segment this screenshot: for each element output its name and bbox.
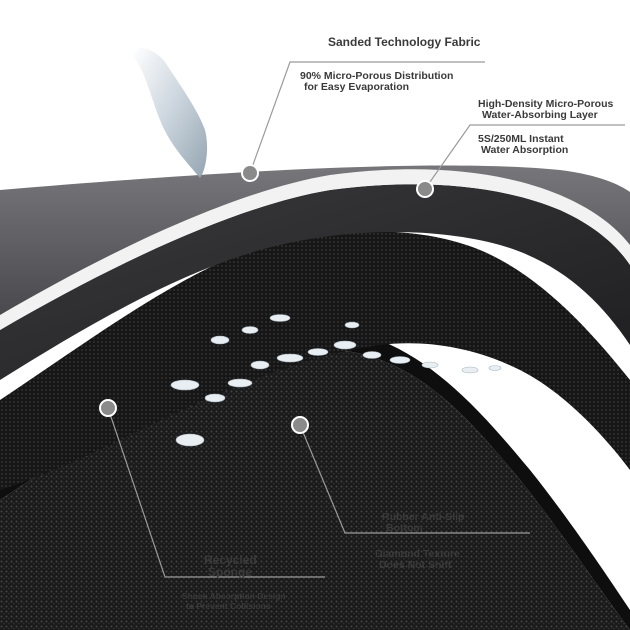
water-stream xyxy=(132,48,208,178)
water-droplets xyxy=(170,314,502,447)
label-recycled-line2: Sponge xyxy=(208,565,252,579)
label-rubber-line1: Rubber Anti-Slip xyxy=(382,511,465,523)
dark-underside-layer xyxy=(0,184,630,380)
callout-lines xyxy=(107,61,625,578)
callout-dot-absorbing xyxy=(416,180,434,198)
sanded-fabric-surface xyxy=(0,165,630,315)
callout-dot-sponge xyxy=(99,399,117,417)
label-high-density-line1: High-Density Micro-Porous xyxy=(478,98,614,110)
label-instant-line1: 5S/250ML Instant xyxy=(478,133,564,145)
callout-dot-rubber xyxy=(291,416,309,434)
white-layer xyxy=(0,169,630,330)
label-rubber-line2: Bottom xyxy=(386,522,423,534)
label-instant-line2: Water Absorption xyxy=(481,144,569,156)
label-diamond-line2: Does Not Shift xyxy=(379,559,452,571)
label-sanded-fabric: Sanded Technology Fabric xyxy=(328,35,481,49)
label-shock-line1: Shock Absorption Design xyxy=(182,591,286,601)
callout-dot-fabric xyxy=(241,164,259,182)
label-micro-porous-line2: for Easy Evaporation xyxy=(304,81,410,93)
label-diamond-line1: Diamond Texture xyxy=(375,548,460,560)
label-high-density-line2: Water-Absorbing Layer xyxy=(482,109,598,121)
label-micro-porous-line1: 90% Micro-Porous Distribution xyxy=(300,70,454,82)
label-shock-line2: to Prevent Collisions xyxy=(186,601,271,611)
mesh-absorbing-layer xyxy=(0,231,630,490)
label-recycled-line1: Recycled xyxy=(204,553,257,567)
